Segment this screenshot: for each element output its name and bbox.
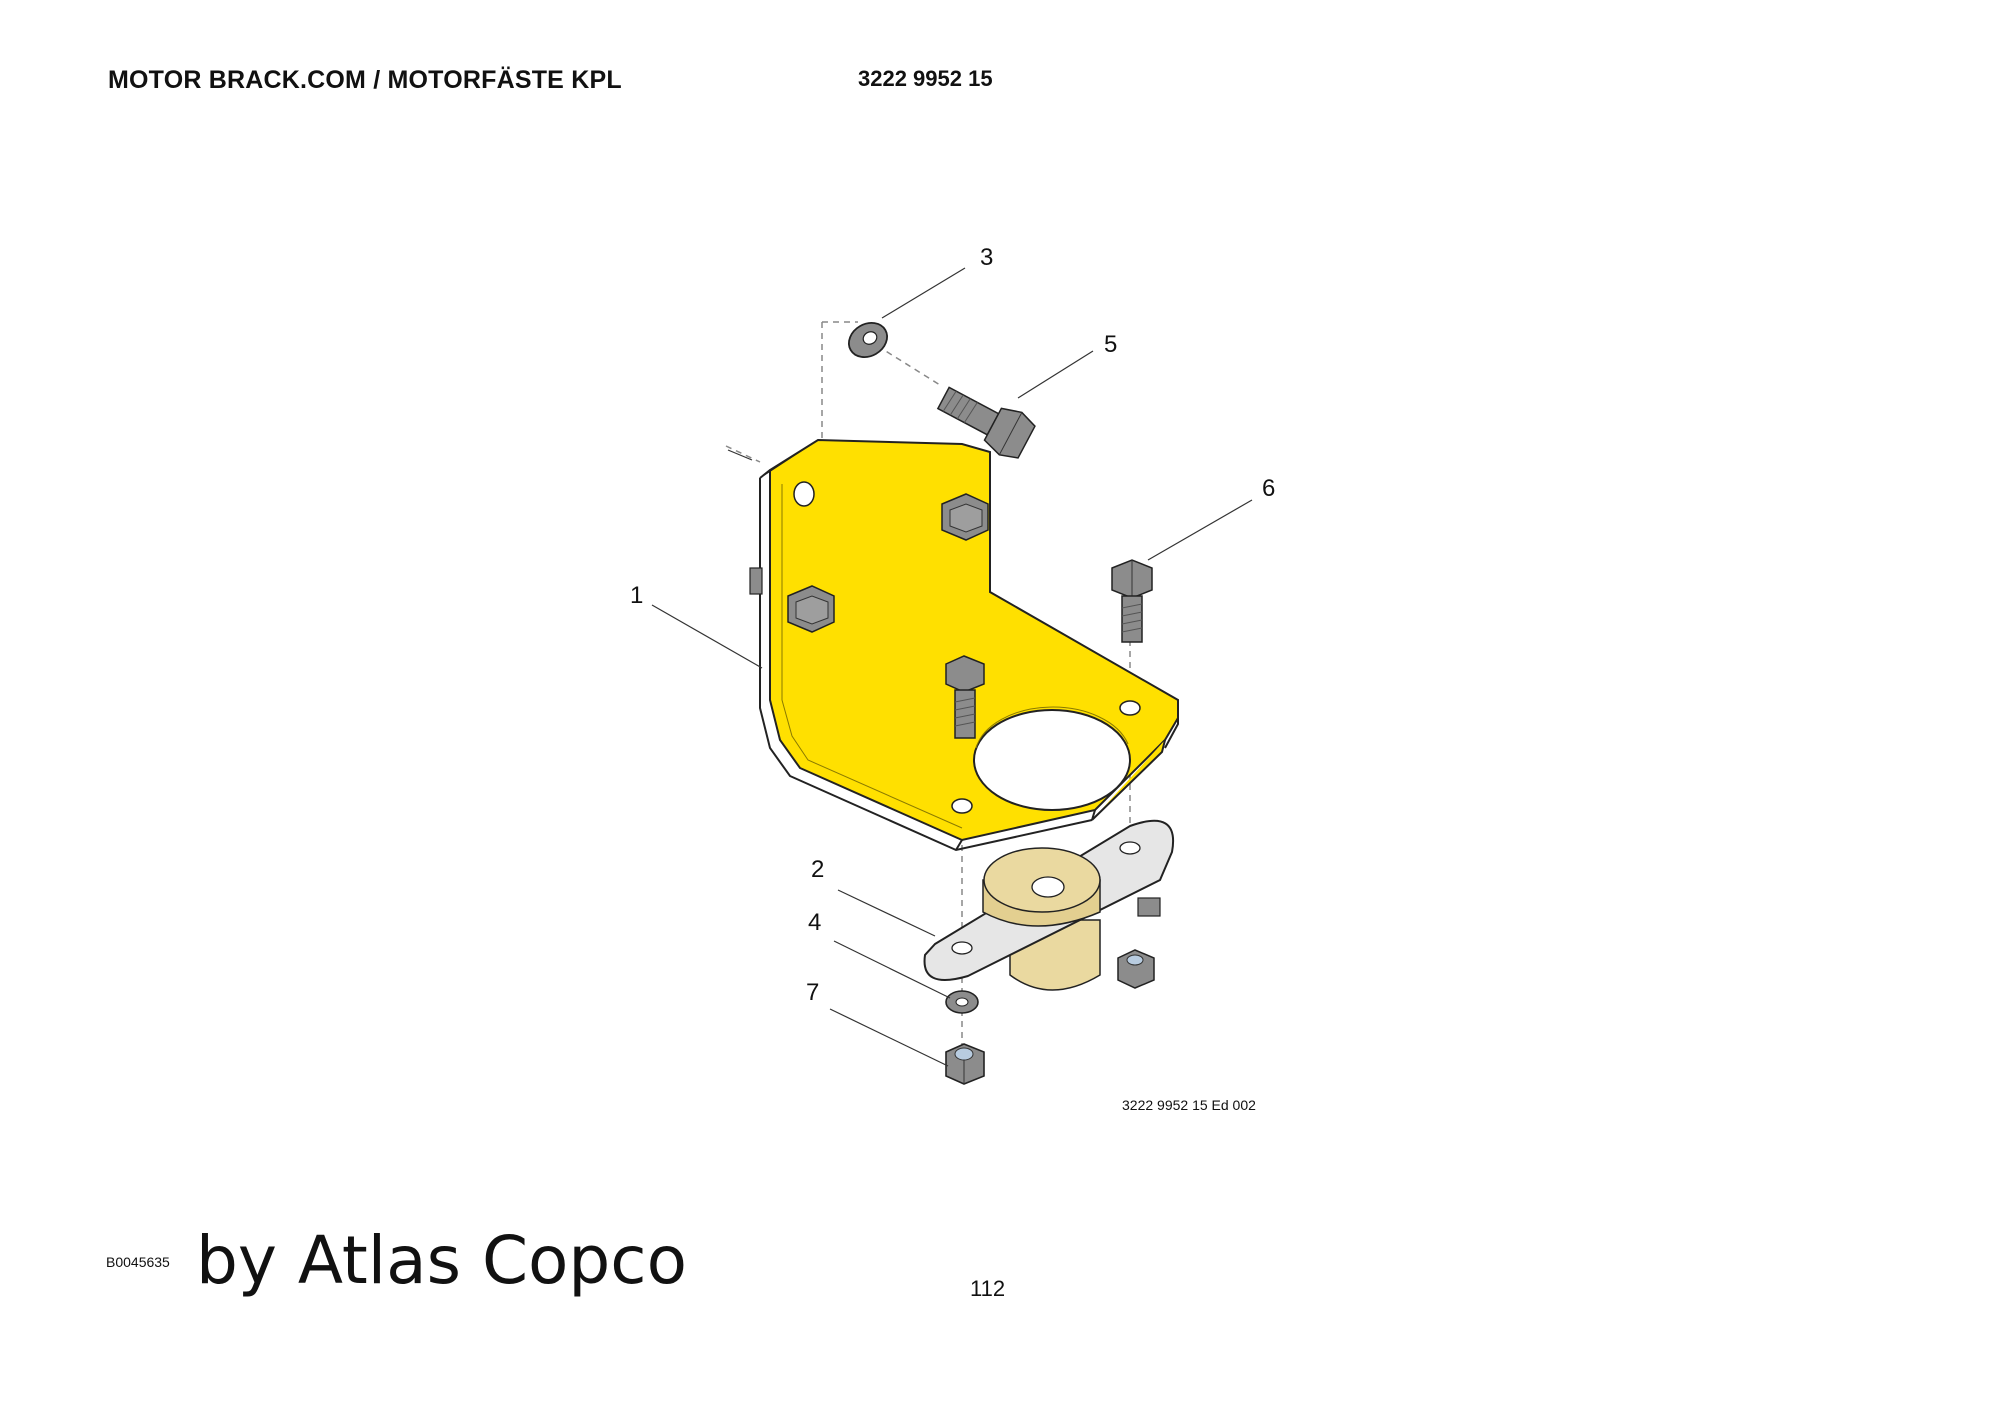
callout-7: 7 — [806, 979, 819, 1006]
callout-1: 1 — [630, 582, 643, 609]
motor-bracket-part-1 — [759, 438, 1179, 852]
washer-part-3 — [848, 322, 888, 358]
bracket-vertical-bolts — [749, 493, 989, 633]
footer-code: B0045635 — [106, 1254, 170, 1270]
bolt-part-5 — [936, 386, 1036, 459]
callout-2: 2 — [811, 856, 824, 883]
callout-3: 3 — [980, 244, 993, 271]
part-number: 3222 9952 15 — [858, 66, 993, 91]
callout-6: 6 — [1262, 475, 1275, 502]
callout-4: 4 — [808, 909, 821, 936]
drawing-reference: 3222 9952 15 Ed 002 — [1122, 1097, 1256, 1113]
bolt-part-6 — [1111, 559, 1153, 643]
callout-5: 5 — [1104, 331, 1117, 358]
footer-brand: by Atlas Copco — [196, 1222, 687, 1299]
washer-part-4 — [945, 990, 979, 1014]
callout-leaders — [651, 267, 1253, 1067]
rubber-mount-part-2 — [923, 819, 1175, 991]
page-title: MOTOR BRACK.COM / MOTORFÄSTE KPL — [108, 66, 622, 94]
bracket-plate-bolt — [945, 655, 985, 739]
page-number: 112 — [970, 1276, 1006, 1301]
nut-part-7 — [945, 1043, 985, 1085]
